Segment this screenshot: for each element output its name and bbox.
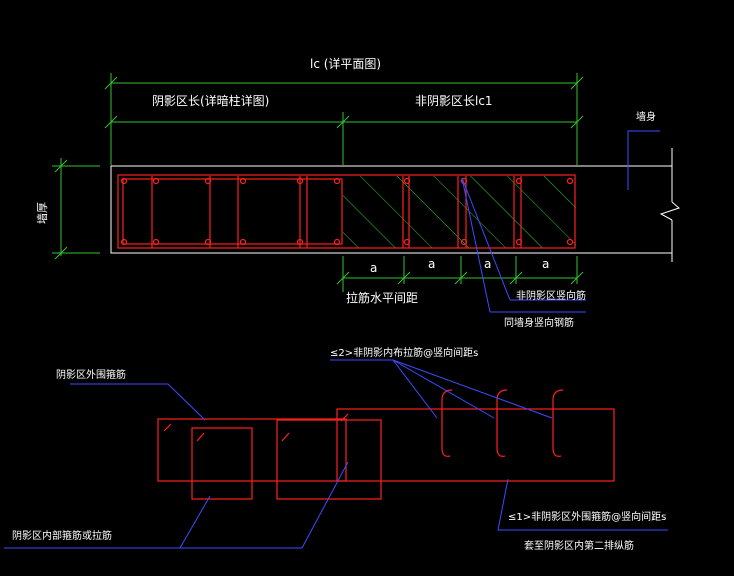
label-shadow-inner-stirrup: 阴影区内部箍筋或拉筋 xyxy=(12,529,112,542)
label-tie-vertical-spacing: ≤2>非阴影内布拉筋@竖向间距s xyxy=(330,346,478,359)
labels: lc (详平面图) 阴影区长(详暗柱详图) 非阴影区长lc1 墙身 墙厚 a a… xyxy=(12,56,666,552)
wall-outline xyxy=(110,148,680,262)
label-tie-spacing: 拉筋水平间距 xyxy=(346,290,418,305)
label-non-shadow-length: 非阴影区长lc1 xyxy=(415,94,493,108)
label-wall-thickness: 墙厚 xyxy=(35,202,49,224)
label-non-shadow-vertical: 非阴影区竖向筋 xyxy=(516,289,586,302)
label-shadow-outer-stirrup: 阴影区外围箍筋 xyxy=(56,368,126,381)
label-spacing-a-2: a xyxy=(428,257,435,271)
label-non-shadow-outer-stirrup: ≤1>非阴影区外围箍筋@竖向间距s xyxy=(508,510,666,523)
dimension-lines xyxy=(52,73,584,292)
label-total-length: lc (详平面图) xyxy=(310,56,381,71)
label-second-rebar: 套至阴影区内第二排纵筋 xyxy=(524,539,634,552)
label-spacing-a-3: a xyxy=(484,257,491,271)
label-same-as-wall: 同墙身竖向钢筋 xyxy=(504,316,574,329)
label-shadow-length: 阴影区长(详暗柱详图) xyxy=(152,93,269,108)
leader-lines xyxy=(4,130,668,549)
label-spacing-a-4: a xyxy=(542,257,549,271)
label-wall-body: 墙身 xyxy=(636,110,656,123)
label-spacing-a-1: a xyxy=(370,261,377,275)
non-shadow-hatch xyxy=(343,176,576,248)
lower-stirrup-detail xyxy=(157,389,615,500)
